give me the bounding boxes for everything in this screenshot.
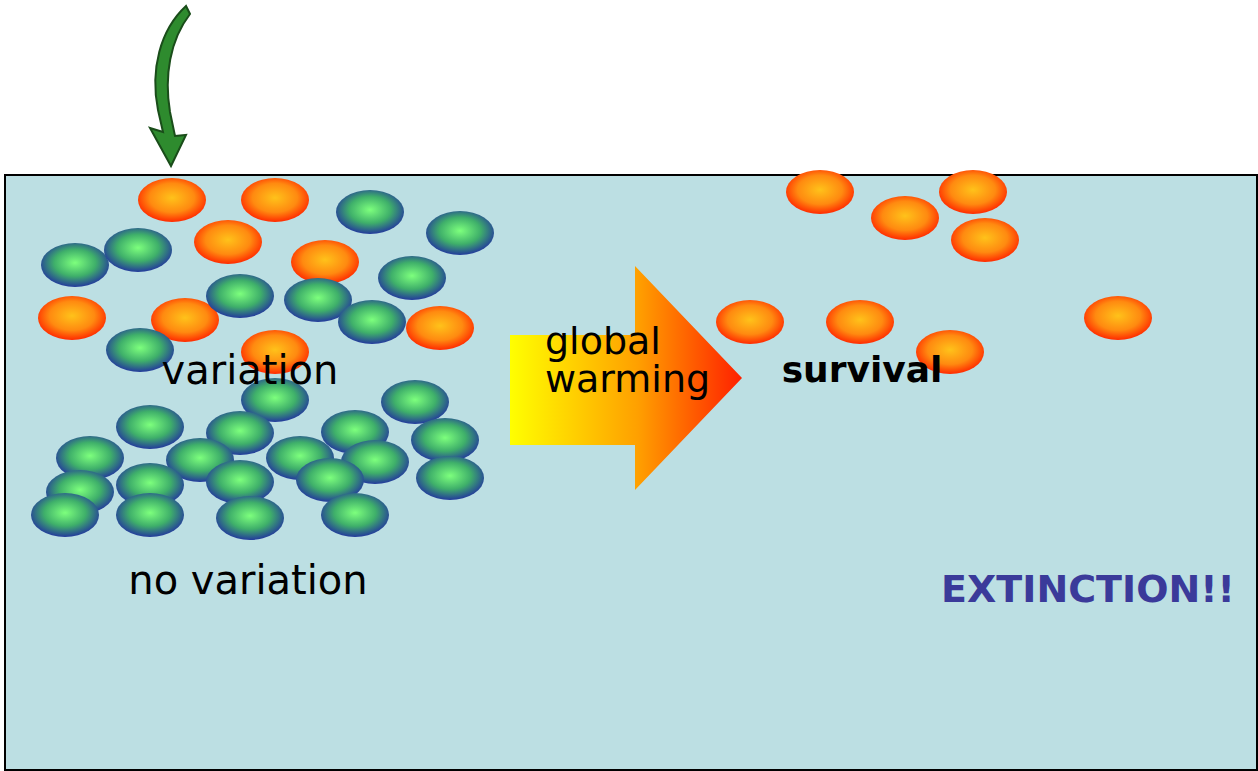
warming-arrow [510, 266, 742, 490]
orange-individual [194, 220, 262, 264]
green-individual [41, 243, 109, 287]
green-individual [426, 211, 494, 255]
orange-individual [871, 196, 939, 240]
orange-individual [241, 178, 309, 222]
green-individual [381, 380, 449, 424]
arrow-label-node: global warming [545, 322, 735, 398]
outcome-label: survival [782, 350, 943, 390]
orange-individual [939, 170, 1007, 214]
group-label: no variation [128, 558, 367, 602]
green-individual [31, 493, 99, 537]
panel [5, 175, 1257, 770]
outcome-label: EXTINCTION!! [941, 569, 1235, 611]
orange-individual [951, 218, 1019, 262]
green-individual [206, 274, 274, 318]
green-individual [411, 418, 479, 462]
green-individual [116, 405, 184, 449]
green-individual [116, 493, 184, 537]
orange-individual [38, 296, 106, 340]
orange-individual [291, 240, 359, 284]
orange-individual [1084, 296, 1152, 340]
green-individual [336, 190, 404, 234]
green-individual [416, 456, 484, 500]
group-label: variation [162, 348, 339, 392]
orange-individual [826, 300, 894, 344]
green-individual [321, 493, 389, 537]
curved-arrow [150, 6, 190, 166]
orange-individual [786, 170, 854, 214]
green-individual [104, 228, 172, 272]
green-individual [378, 256, 446, 300]
arrow-label: global warming [545, 322, 735, 398]
green-individual [338, 300, 406, 344]
orange-individual [406, 306, 474, 350]
orange-individual [138, 178, 206, 222]
orange-individual [716, 300, 784, 344]
green-individual [216, 496, 284, 540]
